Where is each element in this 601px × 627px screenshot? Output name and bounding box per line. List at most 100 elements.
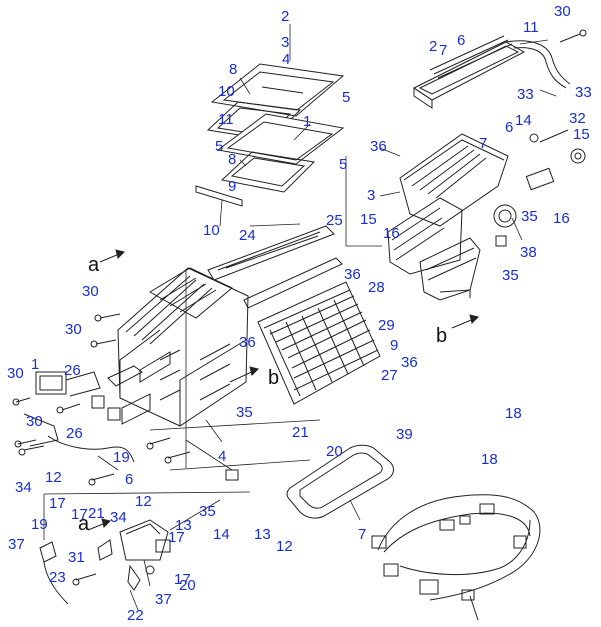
arrow-label-a: a — [78, 513, 90, 535]
part-number: 8 — [229, 61, 238, 78]
part-number: 26 — [64, 362, 81, 379]
part-number: 35 — [236, 404, 253, 421]
part-number: 25 — [326, 212, 343, 229]
part-number: 37 — [155, 591, 172, 608]
part-number: 38 — [520, 244, 537, 261]
part-number: 23 — [49, 569, 66, 586]
part-number: 5 — [215, 138, 224, 155]
direction-arrows — [87, 249, 479, 531]
part-number: 16 — [383, 225, 400, 242]
part-number: 1 — [31, 356, 40, 373]
part-number: 30 — [82, 283, 99, 300]
part-number: 35 — [502, 267, 519, 284]
part-number: 13 — [254, 526, 271, 543]
part-number: 24 — [239, 227, 256, 244]
part-number: 6 — [125, 471, 134, 488]
part-number: 8 — [228, 151, 237, 168]
part-number: 7 — [358, 526, 367, 543]
part-number: 30 — [65, 321, 82, 338]
part-number: 31 — [68, 549, 85, 566]
part-number: 34 — [15, 479, 32, 496]
motor-actuator-left — [12, 371, 101, 448]
part-number: 5 — [339, 156, 348, 173]
part-number: 30 — [554, 3, 571, 20]
part-number: 9 — [228, 178, 237, 195]
part-number: 12 — [135, 493, 152, 510]
part-number: 35 — [521, 208, 538, 225]
part-number: 27 — [381, 367, 398, 384]
part-number: 21 — [292, 424, 309, 441]
part-number: 32 — [569, 110, 586, 127]
part-number: 15 — [360, 211, 377, 228]
part-number: 18 — [481, 451, 498, 468]
part-number: 20 — [326, 443, 343, 460]
part-number: 17 — [174, 571, 191, 588]
part-number: 36 — [239, 334, 256, 351]
part-number: 11 — [523, 19, 539, 36]
filter-plate-lower — [216, 113, 345, 165]
part-number: 35 — [199, 503, 216, 520]
small-clip-35 — [225, 469, 239, 481]
arrow-label-a: a — [88, 254, 100, 276]
part-number: 4 — [218, 448, 227, 465]
wire-harness — [371, 494, 541, 621]
part-number: 13 — [175, 517, 192, 534]
part-number: 16 — [553, 210, 570, 227]
part-number: 37 — [8, 536, 25, 553]
blower-cover — [207, 225, 343, 309]
part-number: 6 — [505, 119, 514, 136]
seal-strip — [195, 185, 243, 207]
evaporator-core — [257, 281, 381, 405]
part-number: 11 — [218, 111, 234, 128]
part-number: 34 — [110, 509, 127, 526]
filter-frame-bottom — [286, 444, 394, 519]
part-number: 12 — [276, 538, 293, 555]
part-number: 28 — [368, 279, 385, 296]
part-number: 21 — [88, 505, 105, 522]
arrow-label-b: b — [268, 367, 280, 389]
part-number: 3 — [367, 187, 376, 204]
part-number: 3 — [281, 34, 290, 51]
part-number: 2 — [281, 8, 290, 25]
part-number: 39 — [396, 426, 413, 443]
part-number: 5 — [342, 89, 351, 106]
part-number: 12 — [45, 469, 62, 486]
screws-left — [18, 313, 191, 586]
part-number: 1 — [303, 113, 312, 130]
part-number: 22 — [127, 607, 144, 624]
bracket-assembly-lower — [39, 519, 171, 605]
part-number: 33 — [575, 84, 592, 101]
part-number: 17 — [49, 495, 66, 512]
part-number: 2 — [429, 38, 438, 55]
upper-housing-right — [387, 133, 509, 301]
part-number: 17 — [168, 529, 185, 546]
arrow-label-b: b — [436, 325, 448, 347]
part-number: 14 — [213, 526, 230, 543]
leader-lines — [43, 24, 557, 611]
screw-30-top — [559, 29, 587, 43]
part-number: 7 — [479, 135, 488, 152]
part-number: 14 — [515, 112, 532, 129]
part-number: 9 — [390, 337, 399, 354]
valve-parts-right — [493, 129, 586, 247]
evaporator-case — [117, 267, 249, 427]
part-number: 30 — [26, 413, 43, 430]
part-number: 36 — [370, 138, 387, 155]
part-number: 10 — [203, 222, 220, 239]
linkage-lever — [91, 365, 143, 421]
part-number: 29 — [378, 317, 395, 334]
part-number: 17 — [71, 506, 88, 523]
part-number: 6 — [457, 32, 466, 49]
wire-lower-left — [47, 435, 135, 463]
part-number: 20 — [179, 577, 196, 594]
part-number: 10 — [218, 83, 235, 100]
part-number: 36 — [401, 354, 418, 371]
part-number: 7 — [439, 42, 448, 59]
part-number: 30 — [7, 365, 24, 382]
filter-frame-lower — [220, 151, 316, 193]
part-number: 15 — [573, 126, 590, 143]
part-number: 18 — [505, 405, 522, 422]
part-number: 4 — [282, 51, 291, 68]
part-number: 33 — [517, 86, 534, 103]
